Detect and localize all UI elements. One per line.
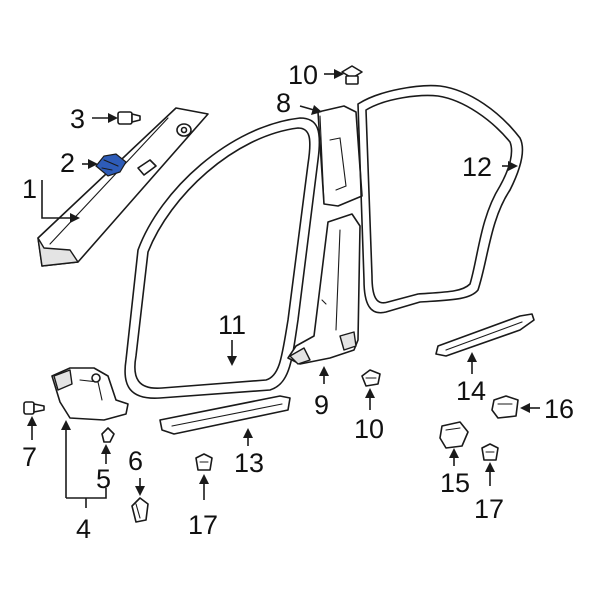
part-cover-15 [439, 421, 469, 449]
part-screw-3 [117, 111, 141, 125]
part-center-pillar-lower [287, 213, 361, 365]
part-front-scuff-plate [159, 395, 291, 435]
callout-4: 4 [76, 514, 91, 544]
part-bolt-7 [23, 401, 45, 415]
part-clip-10-top [341, 65, 363, 85]
part-clip-17-right [481, 443, 499, 461]
part-cap-6 [131, 497, 149, 523]
callout-15: 15 [440, 468, 470, 498]
part-clip-10-bottom [361, 369, 381, 387]
callout-17-right: 17 [474, 494, 504, 524]
part-clip-5 [101, 427, 115, 443]
callout-6: 6 [128, 446, 143, 476]
part-center-pillar-upper [317, 105, 363, 207]
callout-3: 3 [70, 104, 85, 134]
callout-14: 14 [456, 376, 486, 406]
callout-13: 13 [234, 448, 264, 478]
callout-2: 2 [60, 148, 75, 178]
part-front-door-weatherstrip [124, 117, 321, 399]
callout-12: 12 [462, 152, 492, 182]
part-clip-highlighted [95, 153, 127, 177]
leader-lines [27, 69, 540, 508]
callout-11: 11 [218, 310, 246, 340]
callout-17-left: 17 [188, 510, 218, 540]
callout-8: 8 [276, 88, 291, 118]
part-rear-scuff-plate [435, 313, 535, 357]
part-cowl-side-trim [51, 367, 129, 421]
part-front-pillar-trim [37, 107, 209, 267]
part-cover-16 [491, 395, 519, 419]
part-rear-door-weatherstrip [357, 84, 524, 314]
callout-1: 1 [22, 174, 37, 204]
callout-10-top: 10 [288, 60, 318, 90]
callout-9: 9 [314, 390, 329, 420]
callout-7: 7 [22, 442, 37, 472]
callout-10-bottom: 10 [354, 414, 384, 444]
callout-16: 16 [544, 394, 574, 424]
callout-5: 5 [96, 464, 111, 494]
part-clip-17-left [195, 453, 213, 471]
